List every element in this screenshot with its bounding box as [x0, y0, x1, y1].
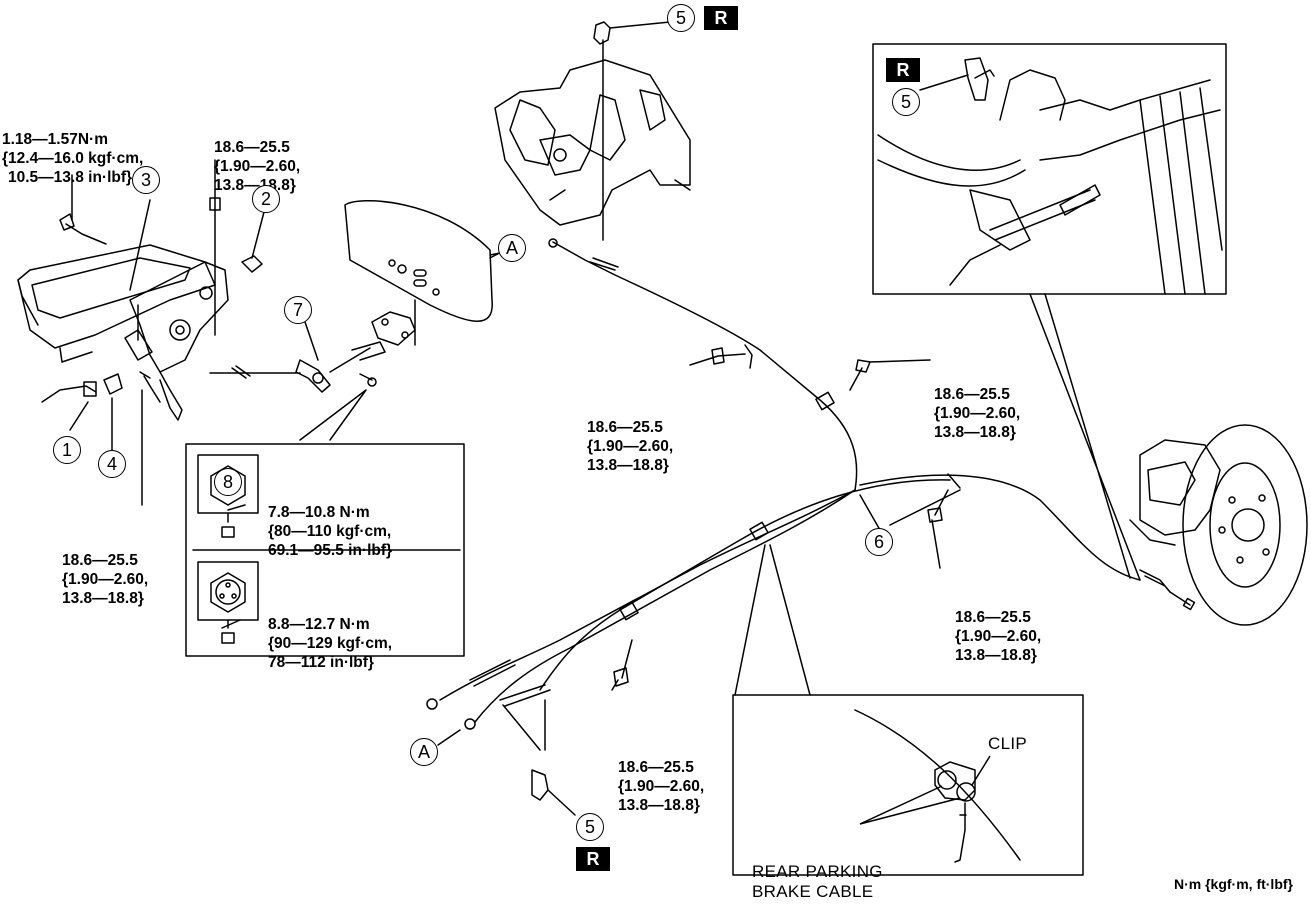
torque-spec-cable-lower: 18.6—25.5{1.90—2.60,13.8—18.8} [618, 759, 705, 814]
clip-icon [531, 769, 549, 801]
rear-cable-icon [426, 238, 1196, 730]
callout-6: 6 [865, 528, 893, 556]
rear-detail-inset [872, 43, 1227, 581]
torque-spec-lever-cover: 1.18—1.57N·m{12.4—16.0 kgf·cm,10.5—13.8 … [2, 131, 144, 186]
leader-line [734, 544, 811, 696]
front-cable-icon [209, 341, 386, 393]
r-tag-bottom: R [576, 847, 610, 871]
equalizer-bracket-icon [371, 299, 416, 346]
connector-icon [41, 371, 161, 403]
parking-brake-lever-icon [17, 197, 263, 421]
torque-detail-box [185, 443, 465, 657]
bolt-icon [613, 347, 949, 687]
torque-spec-cable-rear: 18.6—25.5{1.90—2.60,13.8—18.8} [955, 609, 1042, 664]
callout-8: 8 [214, 468, 242, 496]
callout-a-top: A [498, 234, 526, 262]
body-panel-icon [344, 200, 506, 322]
torque-spec-lever-bottom: 18.6—25.5{1.90—2.60,13.8—18.8} [62, 552, 149, 607]
callout-1: 1 [53, 436, 81, 464]
r-tag-inset: R [886, 58, 920, 82]
callout-2: 2 [252, 185, 280, 213]
callout-a-bottom: A [410, 738, 438, 766]
bolt-icon [59, 213, 107, 245]
knuckle-caliper-icon [494, 59, 691, 226]
r-tag-top: R [704, 6, 738, 30]
callout-7: 7 [284, 296, 312, 324]
guide-line [502, 699, 546, 751]
clip-icon [593, 21, 611, 45]
parking-brake-diagram [17, 21, 1308, 876]
torque-spec-nut-8-alt: 8.8—12.7 N·m{90—129 kgf·cm,78—112 in·lbf… [268, 616, 393, 671]
torque-spec-lever-pillar: 18.6—25.5{1.90—2.60,13.8—18.8} [214, 139, 301, 194]
units-legend: N·m {kgf·m, ft·lbf} [1174, 876, 1293, 892]
torque-spec-cable-left: 18.6—25.5{1.90—2.60,13.8—18.8} [587, 419, 674, 474]
rear-caliper-disc-icon [1129, 424, 1308, 626]
callout-5-top: 5 [667, 4, 695, 32]
callout-3: 3 [132, 166, 160, 194]
callout-5-inset: 5 [892, 88, 920, 116]
torque-spec-cable-right: 18.6—25.5{1.90—2.60,13.8—18.8} [934, 386, 1021, 441]
callout-4: 4 [98, 450, 126, 478]
clip-detail-box [732, 694, 1084, 876]
callout-5-bottom: 5 [576, 813, 604, 841]
torque-spec-nut-8: 7.8—10.8 N·m{80—110 kgf·cm,69.1—95.5 in·… [268, 504, 393, 559]
clip-label: CLIP [988, 734, 1027, 753]
